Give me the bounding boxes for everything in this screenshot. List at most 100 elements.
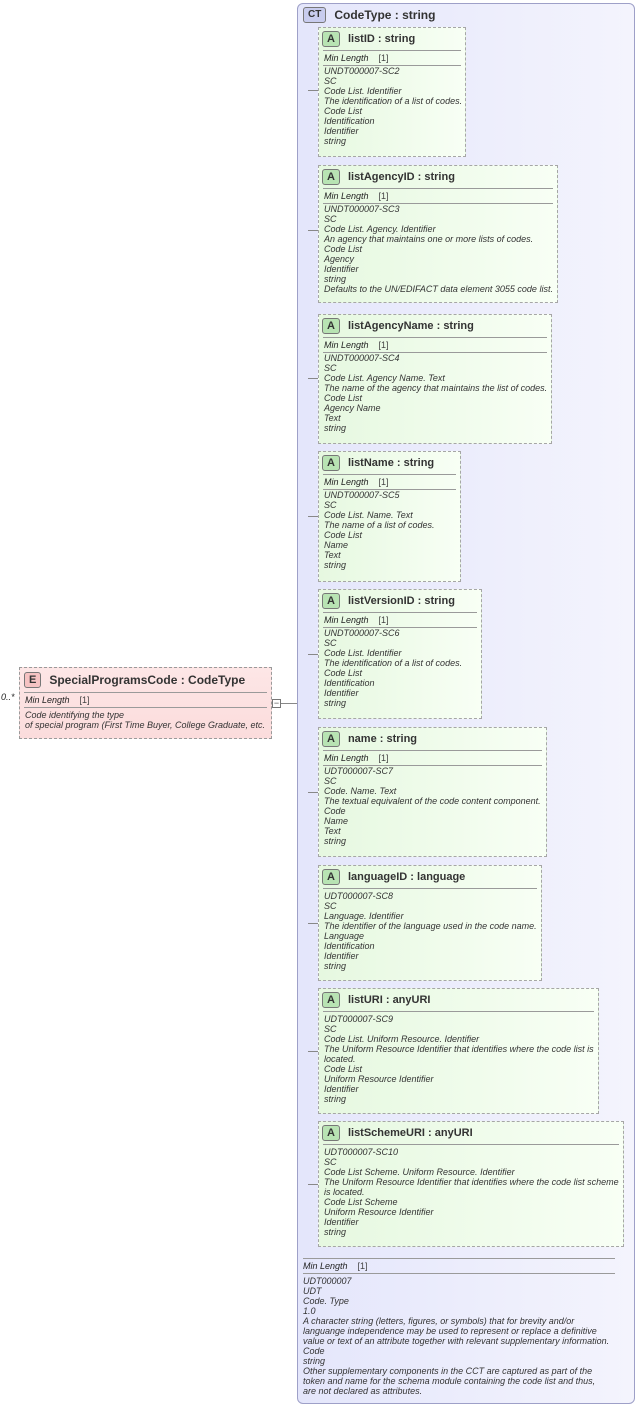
collapse-toggle-icon[interactable]: −: [272, 698, 281, 708]
connector-line: [308, 923, 318, 924]
element-header: E SpecialProgramsCode : CodeType: [20, 668, 271, 692]
doc-line: Code: [303, 1346, 325, 1356]
doc-line: Name: [324, 540, 349, 550]
complex-type-title: CodeType : string: [334, 8, 436, 22]
doc-line: Identifier: [324, 1217, 359, 1227]
doc-line: Identification: [324, 941, 375, 951]
divider: [323, 627, 477, 628]
complex-type-documentation: Min Length[1] UDT000007 UDT Code. Type 1…: [303, 1258, 615, 1396]
doc-line: Identifier: [324, 126, 359, 136]
divider: [323, 50, 461, 51]
doc-line: The Uniform Resource Identifier that ide…: [324, 1044, 594, 1054]
divider: [323, 750, 542, 751]
doc-line: Agency: [324, 254, 355, 264]
doc-line: SC: [324, 901, 337, 911]
doc-line: string: [324, 836, 347, 846]
doc-line: UNDT000007-SC4: [324, 353, 400, 363]
divider: [323, 1011, 594, 1012]
doc-line: Identifier: [324, 688, 359, 698]
doc-line: Uniform Resource Identifier: [324, 1074, 434, 1084]
divider: [323, 765, 542, 766]
connector-line: [308, 230, 318, 231]
divider: [24, 692, 267, 693]
doc-line: Code List. Identifier: [324, 86, 402, 96]
doc-line: Identifier: [324, 951, 359, 961]
attribute-badge-icon: A: [322, 593, 340, 609]
doc-line: SC: [324, 776, 337, 786]
doc-line: Code List Scheme: [324, 1197, 398, 1207]
facet-name: Min Length: [324, 340, 369, 350]
doc-line: Code List. Uniform Resource. Identifier: [324, 1034, 480, 1044]
element-title: SpecialProgramsCode : CodeType: [49, 673, 246, 687]
facet-value: [1]: [378, 477, 389, 487]
doc-line: 1.0: [303, 1306, 316, 1316]
facet-name: Min Length: [303, 1261, 348, 1271]
doc-line: languange independence may be used to re…: [303, 1326, 597, 1336]
doc-line: UNDT000007-SC3: [324, 204, 400, 214]
doc-line: UDT000007-SC8: [324, 891, 394, 901]
doc-line: SC: [324, 1024, 337, 1034]
doc-line: are not declared as attributes.: [303, 1386, 423, 1396]
doc-line: token and name for the schema module con…: [303, 1376, 596, 1386]
doc-line: Code List. Agency Name. Text: [324, 373, 445, 383]
doc-line: Code List: [324, 668, 363, 678]
attribute-title: listName : string: [347, 457, 435, 469]
divider: [323, 612, 477, 613]
divider: [323, 888, 537, 889]
doc-line: Text: [324, 413, 341, 423]
facet-value: [1]: [79, 695, 90, 705]
divider: [323, 352, 547, 353]
doc-line: UDT000007-SC7: [324, 766, 394, 776]
doc-line: UDT: [303, 1286, 322, 1296]
divider: [303, 1273, 615, 1274]
divider: [323, 337, 547, 338]
doc-line: Identifier: [324, 264, 359, 274]
divider: [303, 1258, 615, 1259]
facet-row: Min Length [1]: [20, 693, 271, 707]
facet-row: Min Length[1]: [319, 338, 551, 352]
connector-line: [308, 792, 318, 793]
doc-line: string: [324, 560, 347, 570]
doc-line: value or text of an attribute together w…: [303, 1336, 610, 1346]
doc-line: SC: [324, 500, 337, 510]
doc-line: UNDT000007-SC2: [324, 66, 400, 76]
element-box-special-programs-code[interactable]: E SpecialProgramsCode : CodeType Min Len…: [19, 667, 272, 739]
doc-line: Name: [324, 816, 349, 826]
doc-line: string: [324, 1227, 347, 1237]
doc-line: is located.: [324, 1187, 365, 1197]
connector-line: [308, 1184, 318, 1185]
doc-line: Identification: [324, 116, 375, 126]
doc-line: Identification: [324, 678, 375, 688]
connector-line: [308, 654, 318, 655]
doc-line: Code List. Identifier: [324, 648, 402, 658]
doc-line: SC: [324, 214, 337, 224]
doc-line: of special program (First Time Buyer, Co…: [25, 720, 266, 730]
doc-line: Code List: [324, 530, 363, 540]
facet-name: Min Length: [25, 695, 70, 705]
doc-line: Identifier: [324, 1084, 359, 1094]
divider: [323, 203, 553, 204]
doc-line: SC: [324, 1157, 337, 1167]
doc-line: UDT000007-SC10: [324, 1147, 399, 1157]
attribute-badge-icon: A: [322, 1125, 340, 1141]
attribute-badge-icon: A: [322, 31, 340, 47]
doc-line: string: [303, 1356, 326, 1366]
doc-line: Uniform Resource Identifier: [324, 1207, 434, 1217]
facet-value: [1]: [378, 615, 389, 625]
attribute-badge-icon: A: [322, 169, 340, 185]
doc-line: string: [324, 1094, 347, 1104]
doc-line: The name of a list of codes.: [324, 520, 435, 530]
doc-line: The identifier of the language used in t…: [324, 921, 537, 931]
attribute-title: listID : string: [347, 33, 416, 45]
doc-line: The name of the agency that maintains th…: [324, 383, 548, 393]
attribute-badge-icon: A: [322, 731, 340, 747]
